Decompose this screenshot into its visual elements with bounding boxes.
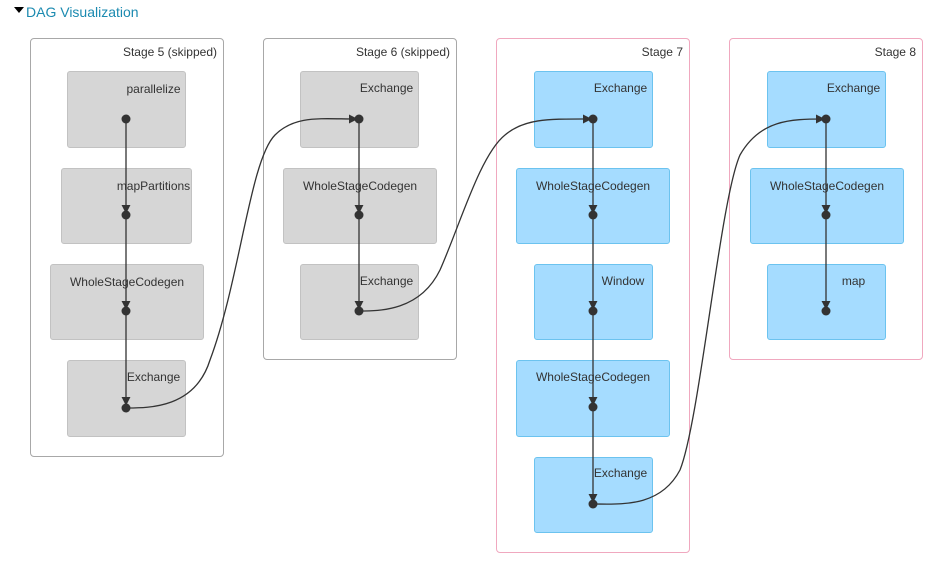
- dag-node-mappartitions[interactable]: mapPartitions: [61, 168, 192, 244]
- dag-node-exchange[interactable]: Exchange: [300, 71, 419, 148]
- dag-visualization-toggle[interactable]: DAG Visualization: [14, 4, 139, 20]
- node-label: Exchange: [593, 81, 648, 95]
- node-label: parallelize: [126, 82, 181, 96]
- node-label: WholeStageCodegen: [769, 179, 885, 193]
- dag-node-wholestagecodegen[interactable]: WholeStageCodegen: [50, 264, 204, 340]
- dag-node-exchange[interactable]: Exchange: [300, 264, 419, 340]
- dag-title: DAG Visualization: [26, 4, 139, 20]
- dag-node-wholestagecodegen[interactable]: WholeStageCodegen: [750, 168, 904, 244]
- node-label: WholeStageCodegen: [302, 179, 418, 193]
- node-label: Exchange: [359, 274, 414, 288]
- dag-node-exchange[interactable]: Exchange: [534, 457, 653, 533]
- node-label: map: [841, 274, 866, 288]
- dag-node-map[interactable]: map: [767, 264, 886, 340]
- dag-node-wholestagecodegen[interactable]: WholeStageCodegen: [516, 168, 670, 244]
- node-label: WholeStageCodegen: [69, 275, 185, 289]
- node-label: Exchange: [593, 466, 648, 480]
- node-label: WholeStageCodegen: [535, 370, 651, 384]
- stage-label: Stage 5 (skipped): [122, 45, 217, 59]
- dag-node-window[interactable]: Window: [534, 264, 653, 340]
- dag-node-exchange[interactable]: Exchange: [67, 360, 186, 437]
- node-label: WholeStageCodegen: [535, 179, 651, 193]
- stage-label: Stage 8: [874, 45, 916, 59]
- caret-down-icon: [14, 7, 24, 13]
- dag-node-exchange[interactable]: Exchange: [767, 71, 886, 148]
- dag-node-wholestagecodegen[interactable]: WholeStageCodegen: [516, 360, 670, 437]
- stage-label: Stage 6 (skipped): [355, 45, 450, 59]
- dag-node-parallelize[interactable]: parallelize: [67, 71, 186, 148]
- node-label: Window: [601, 274, 645, 288]
- stage-label: Stage 7: [641, 45, 683, 59]
- node-label: Exchange: [126, 370, 181, 384]
- node-label: mapPartitions: [116, 179, 191, 193]
- dag-node-exchange[interactable]: Exchange: [534, 71, 653, 148]
- node-label: Exchange: [826, 81, 881, 95]
- dag-node-wholestagecodegen[interactable]: WholeStageCodegen: [283, 168, 437, 244]
- node-label: Exchange: [359, 81, 414, 95]
